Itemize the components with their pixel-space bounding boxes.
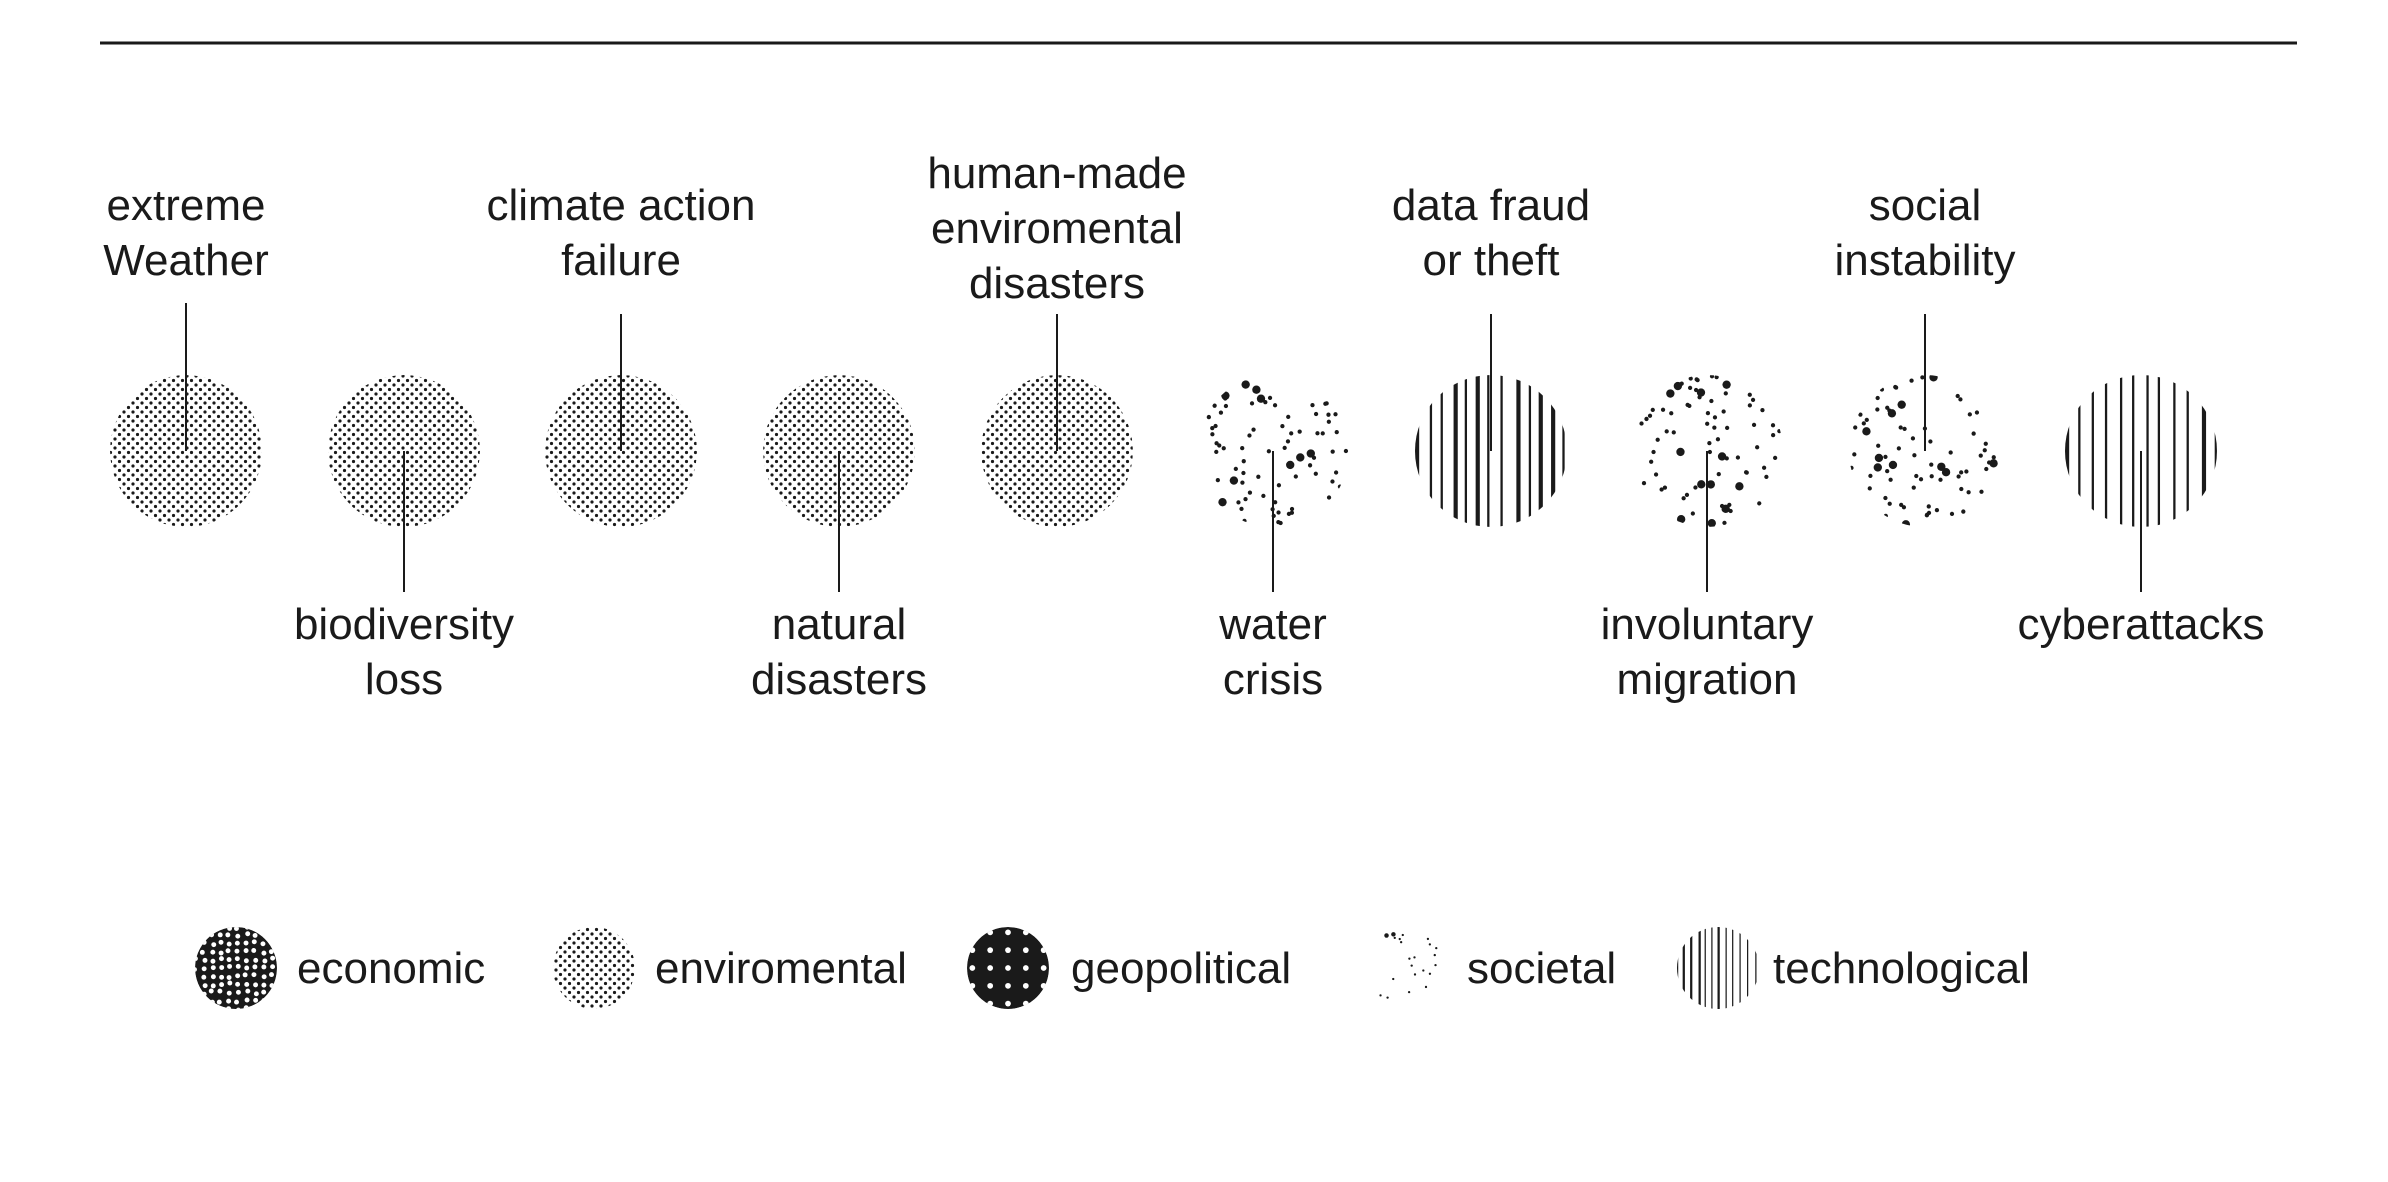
risk-label: Weather [103, 236, 269, 285]
societal-pattern-circle [1379, 932, 1438, 999]
enviromental-pattern-circle [553, 927, 635, 1009]
risk-label: data fraud [1392, 181, 1590, 230]
legend-label: economic [297, 944, 485, 993]
risk-label: crisis [1223, 655, 1323, 704]
risk-label: natural [772, 600, 907, 649]
risk-node: cyberattacks [2018, 375, 2265, 649]
legend-label: societal [1467, 944, 1616, 993]
legend-item-societal: societal [1379, 932, 1616, 999]
risk-label: instability [1835, 236, 2016, 285]
technological-pattern-circle [2065, 375, 2217, 527]
risk-node: climate action failure [486, 181, 756, 527]
risk-label: biodiversity [294, 600, 514, 649]
risk-node: involuntary migration [1601, 375, 1814, 704]
risk-label: involuntary [1601, 600, 1814, 649]
societal-pattern-circle [1849, 375, 1998, 527]
risk-label: human-made [927, 149, 1186, 198]
legend-label: geopolitical [1071, 944, 1291, 993]
legend: economic enviromental geopolitical societal… [195, 927, 2030, 1009]
legend-label: technological [1773, 944, 2030, 993]
legend-item-technological: technological [1677, 927, 2030, 1009]
risk-node: human-made enviromental disasters [927, 149, 1187, 527]
risk-node: biodiversity loss [294, 375, 514, 704]
legend-label: enviromental [655, 944, 907, 993]
risk-label: water [1218, 600, 1327, 649]
legend-item-geopolitical: geopolitical [967, 927, 1291, 1009]
societal-pattern-circle [1206, 380, 1349, 526]
geopolitical-pattern-circle [967, 927, 1049, 1009]
risk-label: or theft [1423, 236, 1560, 285]
risk-node: natural disasters [751, 375, 927, 704]
risk-node: social instability [1835, 181, 2016, 527]
risk-label: loss [365, 655, 443, 704]
economic-pattern-circle [195, 927, 277, 1009]
risk-label: failure [561, 236, 681, 285]
risk-label: disasters [751, 655, 927, 704]
risk-label: extreme [107, 181, 266, 230]
technological-pattern-circle [1677, 927, 1757, 1009]
risk-label: enviromental [931, 204, 1183, 253]
risk-label: social [1869, 181, 1982, 230]
societal-pattern-circle [1639, 375, 1782, 527]
risk-node: data fraud or theft [1392, 181, 1590, 527]
legend-item-economic: economic [195, 927, 485, 1009]
legend-item-enviromental: enviromental [553, 927, 907, 1009]
risk-label: migration [1617, 655, 1798, 704]
risk-node: water crisis [1206, 380, 1349, 704]
risk-label: disasters [969, 259, 1145, 308]
technological-pattern-circle [1415, 375, 1565, 527]
risk-label: climate action [486, 181, 755, 230]
risk-label: cyberattacks [2018, 600, 2265, 649]
